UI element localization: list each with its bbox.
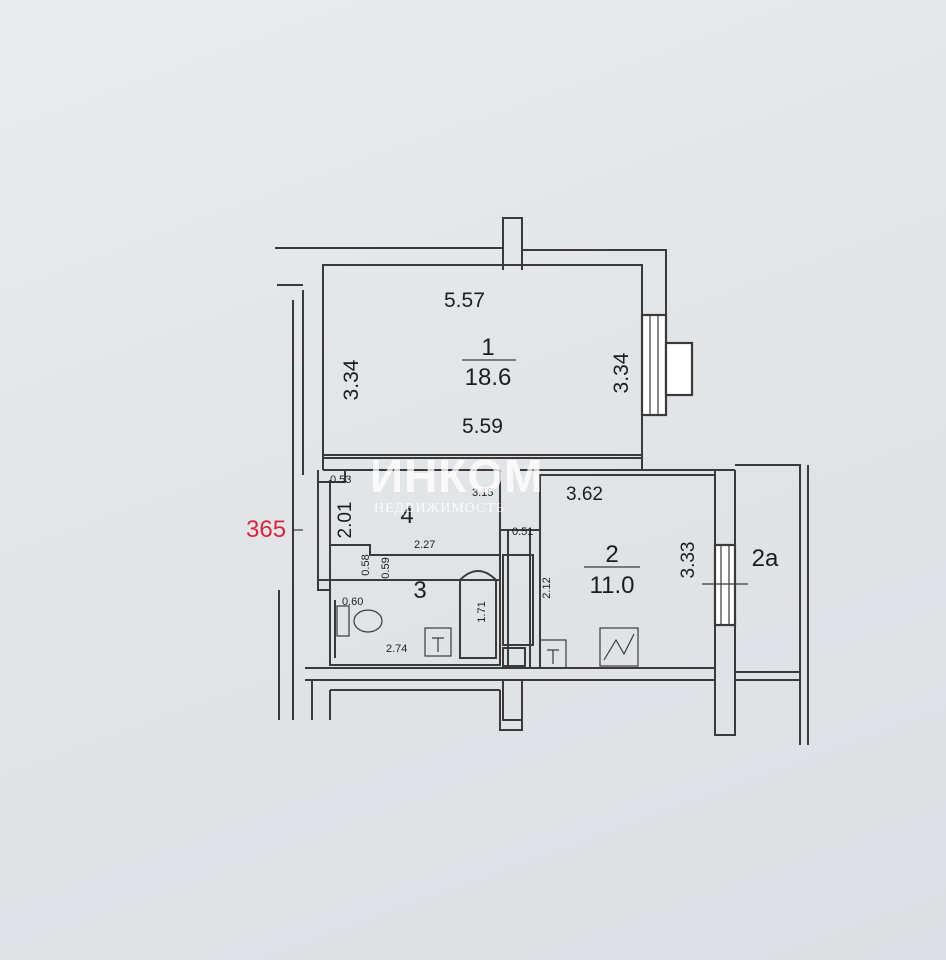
bottom-wall [305, 667, 715, 731]
dim-room-2-top: 3.62 [566, 484, 603, 505]
balcony-number: 2a [752, 545, 779, 572]
shaft-small [502, 647, 526, 667]
room-2-number: 2 [605, 541, 618, 568]
hall-outline [317, 470, 501, 581]
dim-tub-length: 1.71 [476, 601, 488, 622]
dim-bath-top: 2.27 [414, 539, 435, 551]
balcony-outline [735, 464, 809, 745]
bathroom-outline [317, 544, 501, 666]
dim-room-1-left: 3.34 [340, 359, 363, 400]
watermark-tagline: НЕДВИЖИМОСТЬ [374, 501, 505, 516]
shaft [502, 554, 534, 646]
dim-room-1-bottom: 5.59 [462, 415, 503, 438]
walls [275, 217, 809, 745]
dim-room-1-top: 5.57 [444, 289, 485, 312]
dim-hall-left: 2.01 [335, 502, 356, 539]
dim-room-1-right: 3.34 [610, 352, 633, 393]
room-3-number: 3 [413, 577, 426, 604]
riser-bath [424, 627, 452, 657]
room-4-number: 4 [400, 502, 413, 529]
toilet [336, 605, 383, 637]
room-1-outline [322, 264, 643, 456]
room-1-area: 18.6 [465, 364, 512, 391]
dimension-labels: 5.57 3.34 3.34 5.59 3.62 3.33 2.12 0.53 … [330, 289, 699, 655]
watermark-logo: ИНКОМ [370, 450, 543, 502]
dim-bath-side-a: 0.58 [360, 554, 372, 575]
room-1-number: 1 [481, 334, 494, 361]
room-1-window [640, 313, 694, 417]
dim-hall-top: 3.15 [472, 487, 493, 499]
dim-room-2-right: 3.33 [678, 542, 699, 579]
dim-bath-side-b: 0.59 [380, 557, 392, 578]
red-marker-label: 365 [246, 516, 286, 543]
dim-room-2-left: 2.12 [541, 577, 553, 598]
dim-hall-corner: 0.53 [330, 474, 351, 486]
stove-symbol [599, 627, 639, 667]
dim-toilet-width: 0.60 [342, 596, 363, 608]
riser-room-2 [539, 639, 567, 669]
room-2-area: 11.0 [590, 572, 635, 599]
left-wall [275, 247, 324, 720]
watermark: ИНКОМ НЕДВИЖИМОСТЬ [370, 450, 543, 516]
partition-1-2 [323, 455, 643, 471]
room-labels: 1 18.6 2 11.0 3 4 2a [400, 334, 779, 604]
room-2-window [702, 543, 748, 627]
dim-bath-bottom: 2.74 [386, 643, 407, 655]
dim-hall-step: 0.51 [512, 526, 533, 538]
bathtub [459, 570, 497, 659]
